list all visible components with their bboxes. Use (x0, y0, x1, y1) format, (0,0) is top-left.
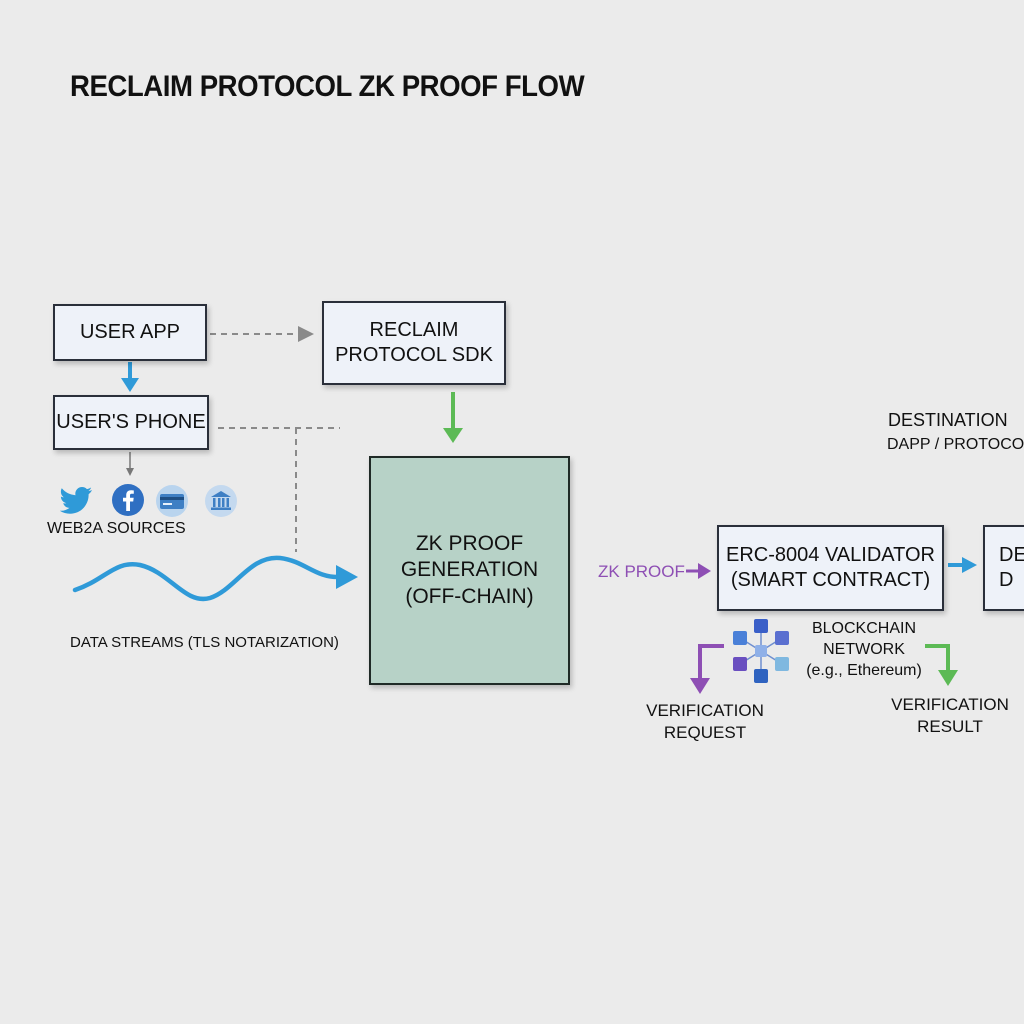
arrow-verification-result (925, 644, 950, 672)
arrow-zk-proof-head (698, 563, 711, 579)
label-web2a-sources: WEB2A SOURCES (47, 520, 186, 537)
node-users-phone: USER'S PHONE (53, 395, 209, 450)
label-verification-result: VERIFICATION RESULT (891, 695, 1009, 737)
arrow-phone-to-sources-head (126, 468, 134, 476)
data-stream-wave (72, 555, 343, 602)
blockchain-cubes-icon (733, 619, 789, 683)
node-erc8004-validator: ERC-8004 VALIDATOR (SMART CONTRACT) (717, 525, 944, 611)
arrow-verification-request-head (690, 678, 710, 694)
label-blockchain-network: BLOCKCHAIN NETWORK (e.g., Ethereum) (806, 620, 922, 679)
node-zk-proof-generation: ZK PROOF GENERATION (OFF-CHAIN) (369, 456, 570, 685)
arrow-verification-request (698, 644, 724, 680)
label-verification-request: VERIFICATION REQUEST (646, 701, 764, 743)
credit-card-icon (156, 485, 188, 517)
node-user-app: USER APP (53, 304, 207, 361)
arrow-verification-result-head (938, 670, 958, 686)
data-stream-arrow-head (336, 565, 358, 589)
label-data-streams: DATA STREAMS (TLS NOTARIZATION) (70, 634, 339, 651)
diagram-title: RECLAIM PROTOCOL ZK PROOF FLOW (70, 70, 585, 103)
node-reclaim-sdk: RECLAIM PROTOCOL SDK (322, 301, 506, 385)
label-destination-title: DESTINATION (888, 410, 1008, 430)
arrow-app-to-phone-head (121, 378, 139, 392)
dashed-connector-phone (218, 427, 340, 552)
arrow-validator-to-destination-head (962, 557, 977, 573)
arrow-sdk-to-zk-head (443, 428, 463, 443)
label-zk-proof: ZK PROOF (598, 562, 685, 581)
bank-icon (205, 485, 237, 517)
twitter-icon (60, 487, 92, 514)
facebook-icon (112, 484, 144, 516)
node-destination: DES D (983, 525, 1024, 611)
label-destination-sub: DAPP / PROTOCOL (887, 436, 1024, 453)
